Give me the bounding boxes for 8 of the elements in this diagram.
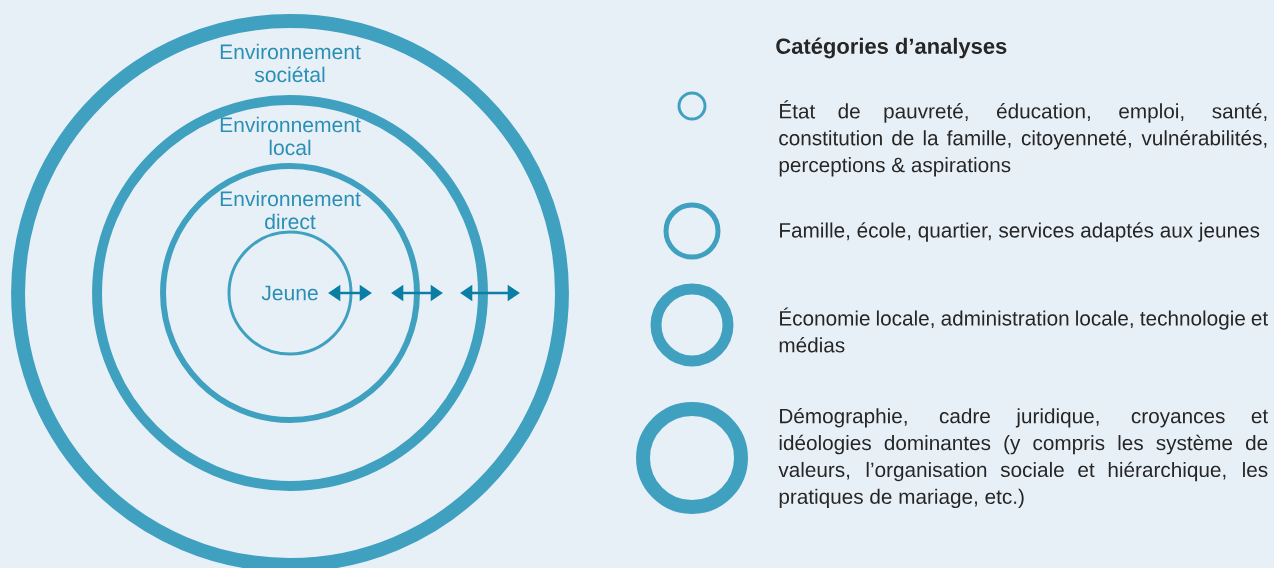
legend-text: Famille, école, quartier, services adaptés aux jeunes xyxy=(780,222,1260,242)
ring-label: Environnement local xyxy=(220,116,361,156)
ring-label: Environnement sociétal xyxy=(220,43,361,83)
legend-heading: Catégories d’analyses xyxy=(776,37,1007,59)
ring-label: Environnement direct xyxy=(220,190,361,230)
legend-text: Démographie, cadre juridique, croyances et idéologies dominantes (y compris les système de valeurs, l’organisation sociale et hiérarchique, les pratiques de mariage, etc.) xyxy=(778,407,1268,509)
legend-text: État de pauvreté, éducation, emploi, santé, constitution de la famille, citoyenneté, vulnérabilités, perceptions & aspirations xyxy=(779,100,1267,177)
legend-text: Économie locale, administration locale, technologie et médias xyxy=(779,307,1268,353)
